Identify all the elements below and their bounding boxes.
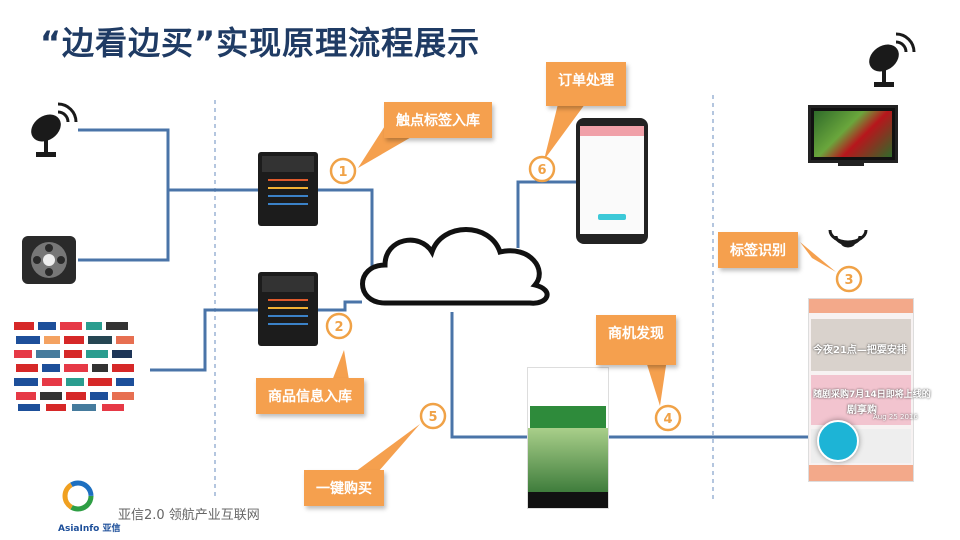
step-circle-2 <box>325 312 353 340</box>
callout-step-5: 一键购买 <box>304 470 384 506</box>
footer-slogan: 亚信2.0 领航产业互联网 <box>118 508 260 523</box>
cloud-icon <box>360 227 550 306</box>
callout-step-6: 订单处理 <box>546 62 626 106</box>
line-cloud-to-phone <box>516 180 582 248</box>
pointer-2 <box>330 350 350 386</box>
callout-step-4: 商机发现 <box>596 315 676 365</box>
video-scene <box>528 428 608 492</box>
signal-waves-icon <box>828 229 868 248</box>
tv-icon <box>808 105 898 163</box>
step-circle-3 <box>835 265 863 293</box>
video-player-icon <box>527 367 609 509</box>
callout-step-1: 触点标签入库 <box>384 102 492 138</box>
step-number-4: 4 <box>663 412 672 427</box>
phone-app-date: Aug 25 2016 <box>873 413 918 421</box>
tv-picture <box>814 111 892 157</box>
phone-app-line-2: 随剧采购7月14日即将上线的 <box>813 390 931 400</box>
server-icon-2 <box>258 272 318 346</box>
callout-step-3: 标签识别 <box>718 232 798 268</box>
line-logos-to-server2 <box>150 308 260 372</box>
line-server2-to-cloud <box>318 300 362 312</box>
step-circle-5 <box>419 402 447 430</box>
video-controls <box>528 492 608 508</box>
satellite-dish-icon-right <box>869 32 916 87</box>
tv-stand <box>838 160 864 166</box>
line-film-to-server1 <box>78 190 170 262</box>
pointer-5 <box>355 424 420 472</box>
step-number-1: 1 <box>338 165 347 180</box>
callout-step-2: 商品信息入库 <box>256 378 364 414</box>
logo-text: AsiaInfo 亚信 <box>58 524 121 534</box>
phone-app-image-1 <box>811 319 911 371</box>
scan-icon <box>817 420 859 462</box>
connector-lines <box>78 128 818 439</box>
server-icon-1 <box>258 152 318 226</box>
smartphone-header <box>580 126 644 136</box>
step-circle-1 <box>329 157 357 185</box>
step-circles <box>325 155 863 432</box>
film-reel-icon <box>22 236 76 284</box>
step-number-6: 6 <box>537 163 546 178</box>
step-circle-6 <box>528 155 556 183</box>
phone-app-line-3: 剧享购 <box>847 405 877 416</box>
smartphone-icon <box>576 118 648 244</box>
line-server1-to-cloud <box>318 188 374 268</box>
step-number-2: 2 <box>334 320 343 335</box>
line-satellite-to-server1 <box>78 128 260 192</box>
brand-logos-image <box>12 318 140 414</box>
smartphone-confirm-button <box>598 214 626 220</box>
phone-app-line-1: 今夜21点—把耍安排 <box>813 345 907 356</box>
asiainfo-logo-icon <box>62 480 94 512</box>
phone-app-tabbar <box>809 465 913 481</box>
pointer-3 <box>800 242 836 272</box>
line-cloud-to-video <box>450 312 530 439</box>
phone-app-image-2 <box>811 375 911 425</box>
page-title: “边看边买”实现原理流程展示 <box>40 24 481 62</box>
phone-app-header <box>809 299 913 313</box>
satellite-dish-icon <box>31 102 78 157</box>
pointer-6 <box>544 96 588 160</box>
step-number-3: 3 <box>844 273 853 288</box>
video-banner <box>530 406 606 428</box>
step-circle-4 <box>654 404 682 432</box>
smartphone-screen <box>580 126 644 234</box>
step-number-5: 5 <box>428 410 437 425</box>
